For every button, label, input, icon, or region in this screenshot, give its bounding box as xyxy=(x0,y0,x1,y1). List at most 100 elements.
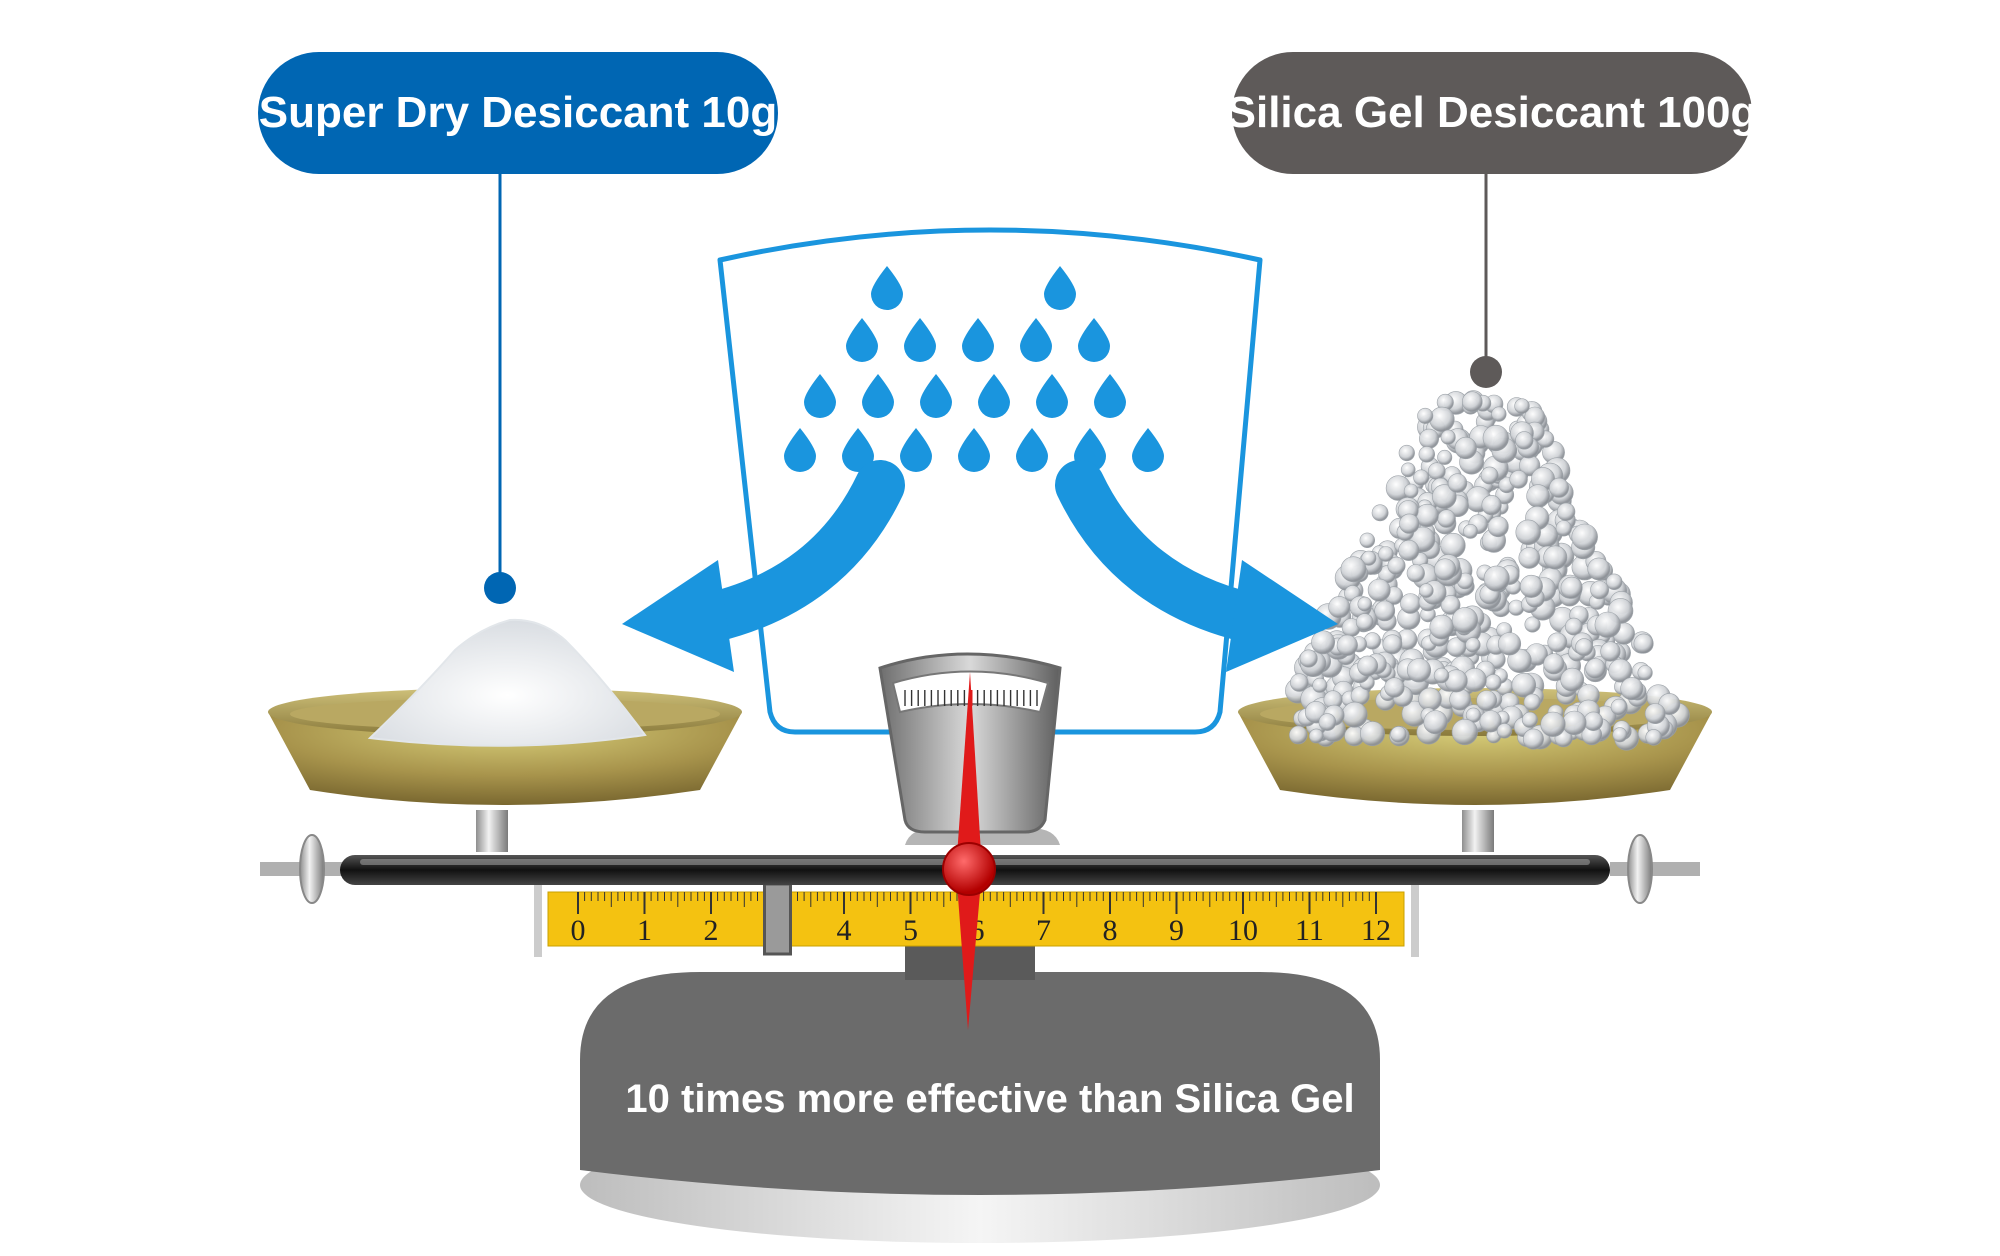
silica-bead xyxy=(1637,665,1653,681)
silica-bead xyxy=(1357,655,1379,677)
silica-bead xyxy=(1518,547,1541,569)
leader-dot-left xyxy=(484,572,516,604)
silica-bead xyxy=(1496,723,1513,739)
ruler-tick-label: 5 xyxy=(903,914,918,947)
silica-bead xyxy=(1523,693,1541,711)
leader-dot-right xyxy=(1470,356,1502,388)
silica-bead xyxy=(1423,710,1448,735)
silica-bead xyxy=(1526,484,1550,508)
arrow-right-icon xyxy=(1055,460,1338,672)
silica-bead xyxy=(1482,424,1509,452)
silica-bead xyxy=(1514,398,1530,414)
water-drops xyxy=(784,266,1164,472)
silica-bead xyxy=(1556,502,1576,521)
silica-bead xyxy=(1289,725,1308,745)
silica-bead xyxy=(1583,711,1604,731)
silica-bead xyxy=(1608,658,1633,683)
water-drop-icon xyxy=(958,428,990,472)
silica-bead xyxy=(1440,532,1466,559)
ruler-tick-label: 2 xyxy=(704,914,719,947)
silica-bead xyxy=(1382,634,1403,655)
silica-bead xyxy=(1428,462,1446,481)
silica-bead xyxy=(1476,690,1498,712)
silica-bead xyxy=(1549,477,1570,498)
silica-bead xyxy=(1429,614,1455,640)
silica-bead xyxy=(1311,630,1336,655)
silica-bead xyxy=(1403,483,1419,499)
silica-bead xyxy=(1447,473,1468,493)
silica-bead xyxy=(1560,576,1583,599)
silica-bead xyxy=(1560,667,1585,692)
silica-bead xyxy=(1565,617,1583,636)
silica-bead xyxy=(1522,728,1544,750)
water-drop-icon xyxy=(1036,374,1068,418)
silica-bead xyxy=(1318,713,1337,731)
silica-bead xyxy=(1511,672,1537,698)
silica-bead xyxy=(1387,556,1406,575)
silica-bead xyxy=(1451,607,1478,634)
silica-bead xyxy=(1463,524,1478,539)
label-right-text: Silica Gel Desiccant 100g xyxy=(1227,88,1758,137)
water-drop-icon xyxy=(904,318,936,362)
silica-bead xyxy=(1400,462,1416,478)
silica-bead xyxy=(1585,658,1606,679)
silica-bead xyxy=(1340,556,1367,583)
label-left-text: Super Dry Desiccant 10g xyxy=(259,88,777,137)
silica-bead xyxy=(1308,728,1324,744)
silica-bead xyxy=(1360,721,1386,747)
water-drop-icon xyxy=(842,428,874,472)
silica-bead xyxy=(1497,632,1522,656)
water-drop-icon xyxy=(962,318,994,362)
silica-bead xyxy=(1610,698,1628,716)
silica-bead xyxy=(1587,557,1611,581)
silica-bead xyxy=(1399,513,1420,534)
silica-bead xyxy=(1451,718,1478,746)
silica-bead xyxy=(1509,470,1528,489)
ruler-tick-label: 12 xyxy=(1361,914,1391,947)
silica-bead xyxy=(1515,431,1534,450)
scale-base: 10 times more effective than Silica Gel xyxy=(580,940,1380,1243)
water-drop-icon xyxy=(784,428,816,472)
silica-bead xyxy=(1479,710,1502,733)
silica-bead xyxy=(1299,649,1318,668)
silica-bead xyxy=(1491,406,1507,422)
silica-bead xyxy=(1620,677,1644,701)
silica-bead xyxy=(1644,703,1666,725)
silica-bead xyxy=(1341,701,1368,728)
silica-bead xyxy=(1418,687,1442,712)
water-drop-icon xyxy=(978,374,1010,418)
silica-bead xyxy=(1413,469,1430,486)
silica-bead xyxy=(1361,550,1377,566)
silica-bead xyxy=(1515,519,1541,545)
water-drop-icon xyxy=(846,318,878,362)
silica-bead xyxy=(1355,613,1374,631)
silica-bead xyxy=(1374,600,1396,622)
humidity-container xyxy=(717,227,1263,735)
water-drop-icon xyxy=(1094,374,1126,418)
silica-bead xyxy=(1437,449,1453,465)
silica-bead xyxy=(1419,583,1434,598)
powder-pile xyxy=(367,618,647,747)
silica-bead xyxy=(1400,593,1421,614)
ruler-tick-label: 7 xyxy=(1036,914,1051,947)
silica-bead xyxy=(1633,633,1654,654)
silica-gel-pile xyxy=(1285,390,1690,751)
silica-bead xyxy=(1547,632,1568,653)
silica-bead xyxy=(1519,574,1543,598)
silica-bead xyxy=(1359,532,1376,548)
silica-bead xyxy=(1406,564,1425,583)
ruler-slider[interactable] xyxy=(763,882,792,956)
water-drop-icon xyxy=(1020,318,1052,362)
silica-bead xyxy=(1540,711,1566,737)
silica-bead xyxy=(1328,596,1351,619)
silica-bead xyxy=(1433,558,1457,581)
pointer-needle-icon xyxy=(942,672,996,1030)
silica-bead xyxy=(1440,429,1456,445)
silica-bead xyxy=(1378,546,1394,562)
silica-bead xyxy=(1484,674,1502,691)
ruler-tick-label: 1 xyxy=(637,914,652,947)
silica-bead xyxy=(1417,407,1434,424)
silica-bead xyxy=(1483,565,1510,592)
silica-bead xyxy=(1406,658,1432,683)
